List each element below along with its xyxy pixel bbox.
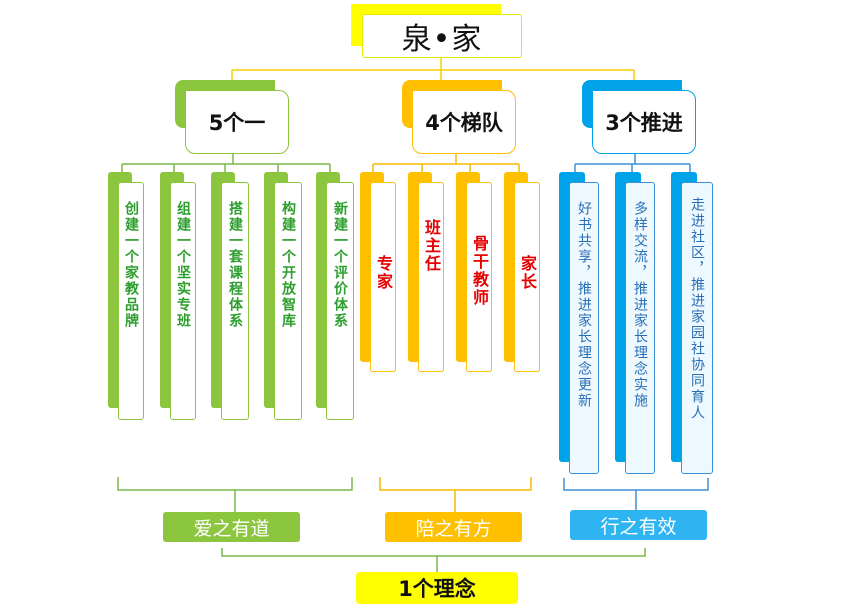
card-item: 搭建一套课程体系 <box>221 182 249 420</box>
card-text: 专家 <box>374 255 393 291</box>
card-item: 家长 <box>514 182 540 372</box>
branch-header-3: 3个推进 <box>592 90 696 154</box>
card-item: 班主任 <box>418 182 444 372</box>
card-item: 骨干教师 <box>466 182 492 372</box>
card-text: 多样交流，推进家长理念实施 <box>632 201 648 409</box>
theme-label-blue: 行之有效 <box>570 510 707 540</box>
card-text: 走进社区，推进家园社协同育人 <box>689 197 705 421</box>
card-text: 搭建一套课程体系 <box>227 201 243 329</box>
page-title: 泉•家 <box>362 14 522 58</box>
card-item: 新建一个评价体系 <box>326 182 354 420</box>
branch-header-4: 4个梯队 <box>412 90 516 154</box>
theme-label-orange: 陪之有方 <box>385 512 522 542</box>
branch-header-5: 5个一 <box>185 90 289 154</box>
card-item: 多样交流，推进家长理念实施 <box>625 182 655 474</box>
card-text: 新建一个评价体系 <box>332 201 348 329</box>
card-item: 构建一个开放智库 <box>274 182 302 420</box>
card-item: 走进社区，推进家园社协同育人 <box>681 182 713 474</box>
card-item: 创建一个家教品牌 <box>118 182 144 420</box>
card-item: 好书共享，推进家长理念更新 <box>569 182 599 474</box>
card-item: 专家 <box>370 182 396 372</box>
card-text: 组建一个坚实专班 <box>175 201 191 329</box>
card-text: 家长 <box>518 255 537 291</box>
card-text: 创建一个家教品牌 <box>123 201 139 329</box>
theme-label-green: 爱之有道 <box>163 512 300 542</box>
card-text: 构建一个开放智库 <box>280 201 296 329</box>
card-text: 骨干教师 <box>470 235 489 307</box>
card-text: 班主任 <box>422 219 441 273</box>
card-text: 好书共享，推进家长理念更新 <box>576 201 592 409</box>
core-concept-label: 1个理念 <box>356 572 518 604</box>
card-item: 组建一个坚实专班 <box>170 182 196 420</box>
